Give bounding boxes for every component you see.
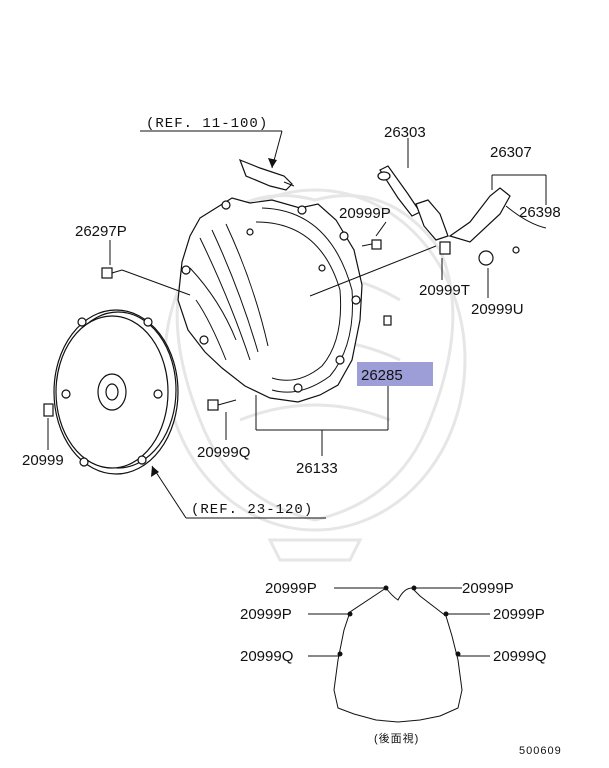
top-ref-label: (REF. 11-100) <box>146 116 268 132</box>
part-20999P-label: 20999P <box>339 205 391 222</box>
bolt-icons <box>43 239 392 417</box>
part-labels: 26303 26307 26398 20999P 20999T 20999U 2… <box>22 124 561 477</box>
rear-left-mid-label: 20999P <box>240 606 292 623</box>
rear-right-mid-label: 20999P <box>493 606 545 623</box>
part-26303-label: 26303 <box>384 124 426 141</box>
sealant-tube-icon <box>238 158 293 191</box>
part-26285-label: 26285 <box>361 367 403 384</box>
rear-right-top-label: 20999P <box>462 580 514 597</box>
bottom-reference: (REF. 23-120) <box>151 465 326 519</box>
part-20999Q-label: 20999Q <box>197 444 250 461</box>
leader-lines <box>47 138 547 456</box>
converter-housing <box>177 197 363 403</box>
rear-left-top-label: 20999P <box>265 580 317 597</box>
part-26133-label: 26133 <box>296 460 338 477</box>
part-20999T-label: 20999T <box>419 282 470 299</box>
rear-left-low-label: 20999Q <box>240 648 293 665</box>
part-26307-label: 26307 <box>490 144 532 161</box>
bottom-ref-label: (REF. 23-120) <box>191 502 313 518</box>
part-26398-label: 26398 <box>519 204 561 221</box>
part-26297P-label: 26297P <box>75 223 127 240</box>
part-20999U-label: 20999U <box>471 301 524 318</box>
rear-right-low-label: 20999Q <box>493 648 546 665</box>
dipstick-assembly <box>309 165 547 297</box>
top-reference: (REF. 11-100) <box>140 116 295 191</box>
rear-view-caption: (後面視) <box>374 731 419 745</box>
diagram-id: 500609 <box>519 745 562 757</box>
torque-converter <box>53 309 179 475</box>
rear-view-inset: 20999P 20999P 20999P 20999P 20999Q 20999… <box>240 580 546 745</box>
part-26285-highlight <box>357 362 433 386</box>
part-20999-label: 20999 <box>22 452 64 469</box>
